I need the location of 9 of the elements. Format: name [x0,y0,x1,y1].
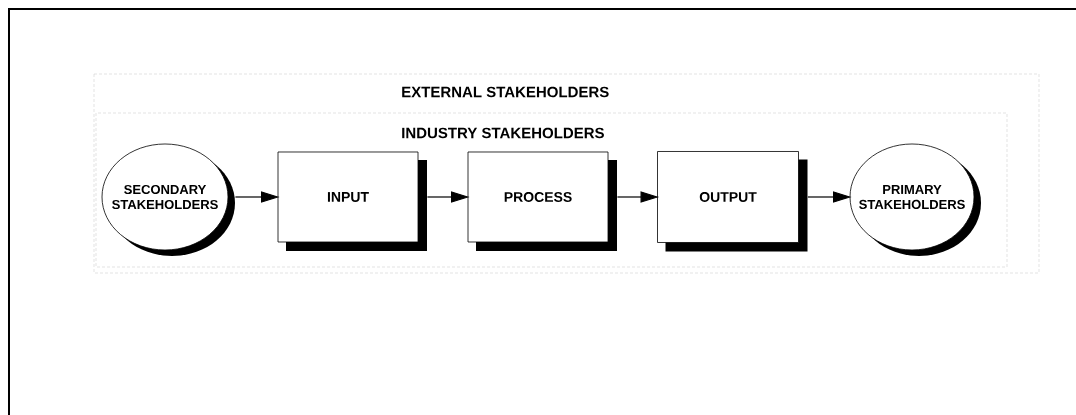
ellipse-node: PRIMARY STAKEHOLDERS [849,143,981,256]
arrow [616,191,660,203]
arrow [807,191,852,203]
arrow [234,191,280,203]
process-box: PROCESS [467,151,617,251]
ellipse-node: SECONDARY STAKEHOLDERS [101,143,235,256]
arrow [426,191,470,203]
process-box: OUTPUT [657,151,808,252]
process-box: INPUT [277,151,427,251]
